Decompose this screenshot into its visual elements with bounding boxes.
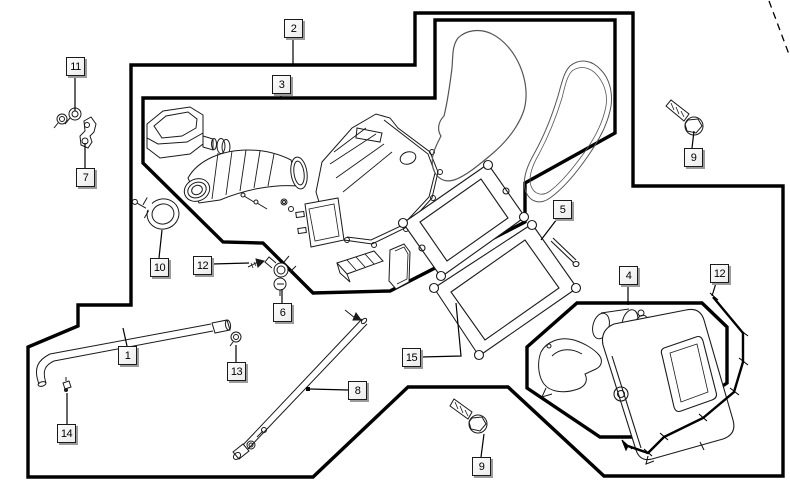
part-clamp-ring [131,197,180,230]
part-callout-13[interactable]: 13 [227,362,246,381]
part-breather-hose [36,319,232,387]
part-screw-left [247,258,265,269]
small-fasteners [240,192,294,212]
part-cable-band [621,292,749,457]
part-callout-4[interactable]: 4 [619,266,638,285]
part-callout-2[interactable]: 2 [284,19,303,38]
inner-zone-boundary [141,18,617,295]
part-resonator-box [146,106,231,159]
leader-line [691,130,695,149]
part-speed-nuts [53,107,82,129]
part-callout-14[interactable]: 14 [57,424,76,443]
part-callout-8[interactable]: 8 [348,381,367,400]
part-gasket-right [523,60,612,203]
part-bolt-top-right [665,99,704,136]
part-elbow-duct [183,149,308,204]
part-air-cleaner-case [601,308,735,465]
part-cover-panel [428,219,582,361]
leader-line [540,218,558,241]
part-callout-12[interactable]: 12 [710,264,729,283]
part-drain-tube [232,317,368,460]
part-clip-13 [229,331,242,347]
part-callout-6[interactable]: 6 [273,303,292,322]
leader-line [211,262,250,265]
part-callout-1[interactable]: 1 [118,346,137,365]
leader-line [480,433,485,458]
part-callout-12[interactable]: 12 [193,256,212,275]
part-clip-14 [62,377,72,392]
part-callout-9[interactable]: 9 [684,148,703,167]
part-callout-15[interactable]: 15 [402,348,421,367]
outer-zone-boundary [26,11,785,479]
part-callout-3[interactable]: 3 [272,75,291,94]
part-callout-10[interactable]: 10 [150,258,169,277]
part-callout-7[interactable]: 7 [76,168,95,187]
part-callout-11[interactable]: 11 [66,57,85,76]
part-bolt-bottom [449,398,488,434]
part-intake-snorkel [538,338,602,398]
leader-line [711,282,717,297]
part-mounting-plate [295,197,345,248]
part-bracket [79,116,97,149]
part-deflector-wedge [336,250,384,283]
dashed-corner-line [768,0,790,58]
leader-line [420,302,462,358]
leader-line [122,327,128,347]
leader-line [309,388,349,391]
small-screw-center [344,309,362,321]
part-gasket-left [431,29,527,182]
leader-line [158,229,163,259]
part-callout-9[interactable]: 9 [472,457,491,476]
part-foam-seal [388,243,411,290]
part-hose-clamp-screw [264,255,297,296]
part-callout-5[interactable]: 5 [553,200,572,219]
